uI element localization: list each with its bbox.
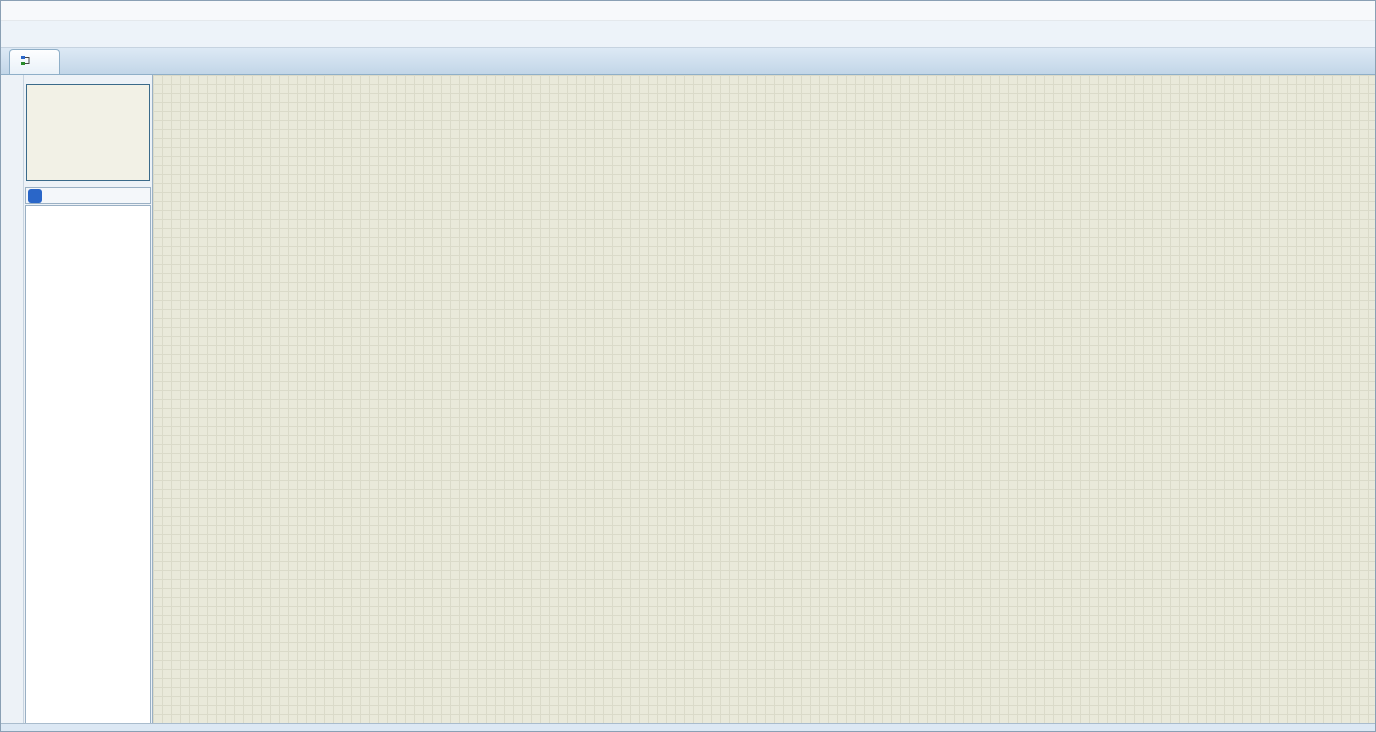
left-panel: [24, 75, 152, 731]
mode-toolbar: [1, 75, 24, 731]
terminals-list: [25, 205, 151, 727]
schematic-tab-icon: [20, 54, 33, 70]
tab-schematic-capture[interactable]: [9, 49, 60, 74]
main-toolbar: [1, 21, 1375, 48]
schematic-canvas[interactable]: [152, 75, 1375, 731]
pick-devices-button[interactable]: [28, 188, 42, 203]
overview-panel[interactable]: [26, 84, 150, 181]
tab-bar: [1, 48, 1375, 75]
object-selector-header: [25, 187, 151, 204]
status-bar-edge: [1, 723, 1375, 731]
menu-bar: [1, 1, 1375, 21]
